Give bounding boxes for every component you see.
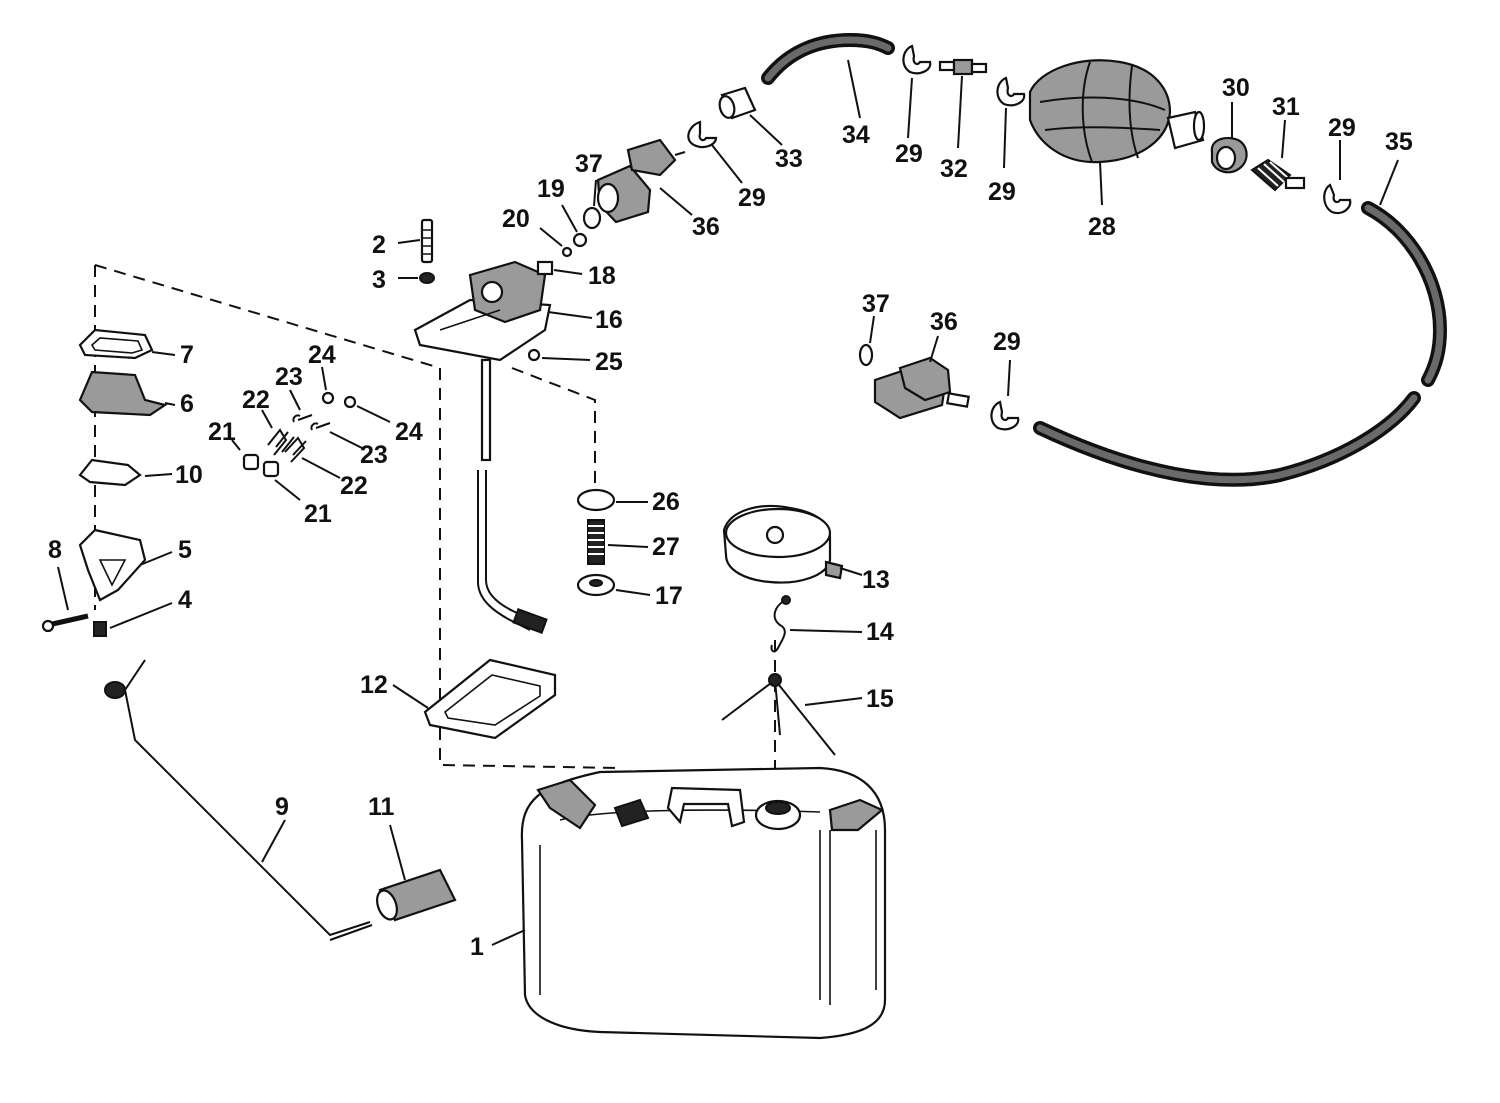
hose-icon <box>1033 159 1448 487</box>
disc-icon <box>576 488 648 512</box>
callout-21b: 21 <box>304 500 332 528</box>
callout-29b: 29 <box>895 140 923 168</box>
ball-icon <box>561 204 588 248</box>
callout-5: 5 <box>178 536 192 564</box>
connector-icon <box>596 138 693 224</box>
callout-27: 27 <box>652 533 680 561</box>
callout-29e: 29 <box>993 328 1021 356</box>
callout-31: 31 <box>1272 93 1300 121</box>
callout-29d: 29 <box>1328 114 1356 142</box>
clamp-icon <box>1323 140 1352 215</box>
callout-18: 18 <box>588 262 616 290</box>
valve-seat-icon <box>576 573 651 597</box>
plate-icon <box>78 458 173 487</box>
callout-14: 14 <box>866 618 894 646</box>
pin-icon <box>289 389 313 423</box>
callout-6: 6 <box>180 390 194 418</box>
callout-2: 2 <box>372 231 386 259</box>
callout-19: 19 <box>537 175 565 203</box>
clamp-icon <box>902 44 932 139</box>
spring-icon <box>587 519 649 565</box>
ball-icon <box>527 348 591 362</box>
filler-cap-icon <box>722 504 863 584</box>
callout-17: 17 <box>655 582 683 610</box>
callout-24a: 24 <box>308 341 336 369</box>
callout-23b: 23 <box>360 441 388 469</box>
check-valve-icon <box>938 58 988 149</box>
callout-3: 3 <box>372 266 386 294</box>
float-icon <box>376 824 457 922</box>
clamp-icon <box>990 359 1020 431</box>
callout-7: 7 <box>180 341 194 369</box>
float-arm-icon <box>104 659 373 941</box>
callout-28: 28 <box>1088 213 1116 241</box>
callout-13: 13 <box>862 566 890 594</box>
callout-10: 10 <box>175 461 203 489</box>
check-valve-icon <box>1250 119 1306 192</box>
callout-20: 20 <box>502 205 530 233</box>
callout-25: 25 <box>595 348 623 376</box>
callout-12: 12 <box>360 671 388 699</box>
callout-30: 30 <box>1222 74 1250 102</box>
cap-icon <box>231 439 260 471</box>
primer-bulb-icon <box>1028 59 1206 206</box>
pin-icon <box>310 422 363 449</box>
nut-icon <box>93 602 173 637</box>
callout-33: 33 <box>775 145 803 173</box>
connector-icon <box>536 260 583 276</box>
callout-8: 8 <box>48 536 62 564</box>
callout-22a: 22 <box>242 386 270 414</box>
callout-4: 4 <box>178 586 192 614</box>
cover-icon <box>78 370 176 417</box>
callout-35: 35 <box>1385 128 1413 156</box>
clamp-icon <box>996 76 1026 169</box>
callout-24b: 24 <box>395 418 423 446</box>
connector-icon <box>873 335 970 420</box>
gasket-icon <box>78 328 176 360</box>
o-ring-icon <box>582 179 602 230</box>
chain-icon <box>770 595 863 653</box>
ball-icon <box>539 227 573 258</box>
spring-icon <box>261 409 295 456</box>
callout-11: 11 <box>368 793 395 821</box>
clamp-icon <box>687 120 743 184</box>
sleeve-icon <box>718 86 783 146</box>
callout-37a: 37 <box>575 150 603 178</box>
cap-icon <box>262 460 301 501</box>
retainer-icon <box>721 673 863 756</box>
callout-26: 26 <box>652 488 680 516</box>
callout-36b: 36 <box>930 308 958 336</box>
spring-icon <box>284 436 341 479</box>
callout-32: 32 <box>940 155 968 183</box>
washer-icon <box>398 272 435 284</box>
gasket-icon <box>392 658 557 740</box>
screw-icon <box>397 218 434 264</box>
pickup-assembly-icon <box>413 260 593 634</box>
bracket-icon <box>78 528 173 602</box>
o-ring-icon <box>858 315 875 367</box>
callout-1: 1 <box>470 933 484 961</box>
ball-icon <box>321 366 335 405</box>
ball-icon <box>343 395 391 423</box>
callout-9: 9 <box>275 793 289 821</box>
callout-29a: 29 <box>738 184 766 212</box>
hose-icon <box>761 32 895 119</box>
callout-29c: 29 <box>988 178 1016 206</box>
callout-36a: 36 <box>692 213 720 241</box>
callout-22b: 22 <box>340 472 368 500</box>
callout-37b: 37 <box>862 290 890 318</box>
ring-icon <box>1210 102 1248 174</box>
screw-icon <box>41 566 89 633</box>
callout-15: 15 <box>866 685 894 713</box>
callout-21a: 21 <box>208 418 236 446</box>
callout-23a: 23 <box>275 363 303 391</box>
callout-34: 34 <box>842 121 870 149</box>
callout-16: 16 <box>595 306 623 334</box>
fuel-tank-icon <box>491 766 887 1040</box>
